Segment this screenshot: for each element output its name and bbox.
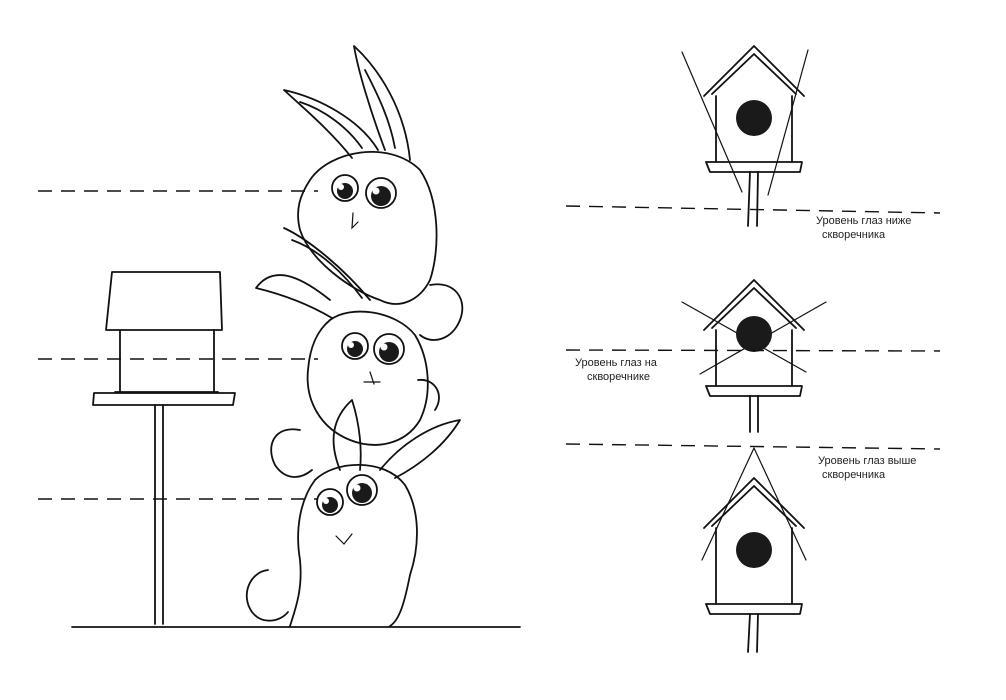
three-stacked-rabbits-illustration <box>246 45 464 627</box>
label-line-2: скворечника <box>822 469 886 481</box>
birdhouse-icon <box>681 45 809 227</box>
birdhouse-on-pole-icon <box>92 271 236 625</box>
eye-level-line-below <box>565 205 941 214</box>
label-line-2: скворечнике <box>587 371 651 383</box>
label-line-1: Уровень глаз ниже <box>816 215 912 227</box>
label-line-1: Уровень глаз выше <box>818 455 917 467</box>
eye-level-line-above <box>565 443 941 450</box>
birdhouse-icon <box>681 279 827 433</box>
birdhouse-icon <box>701 447 807 653</box>
label-line-1: Уровень глаз на <box>575 357 657 369</box>
label-eye-level-at: Уровень глаз на скворечнике <box>575 356 657 384</box>
label-eye-level-above: Уровень глаз выше скворечника <box>818 454 916 482</box>
eye-level-line-at <box>565 349 941 352</box>
label-line-2: скворечника <box>822 229 886 241</box>
label-eye-level-below: Уровень глаз ниже скворечника <box>816 214 911 242</box>
